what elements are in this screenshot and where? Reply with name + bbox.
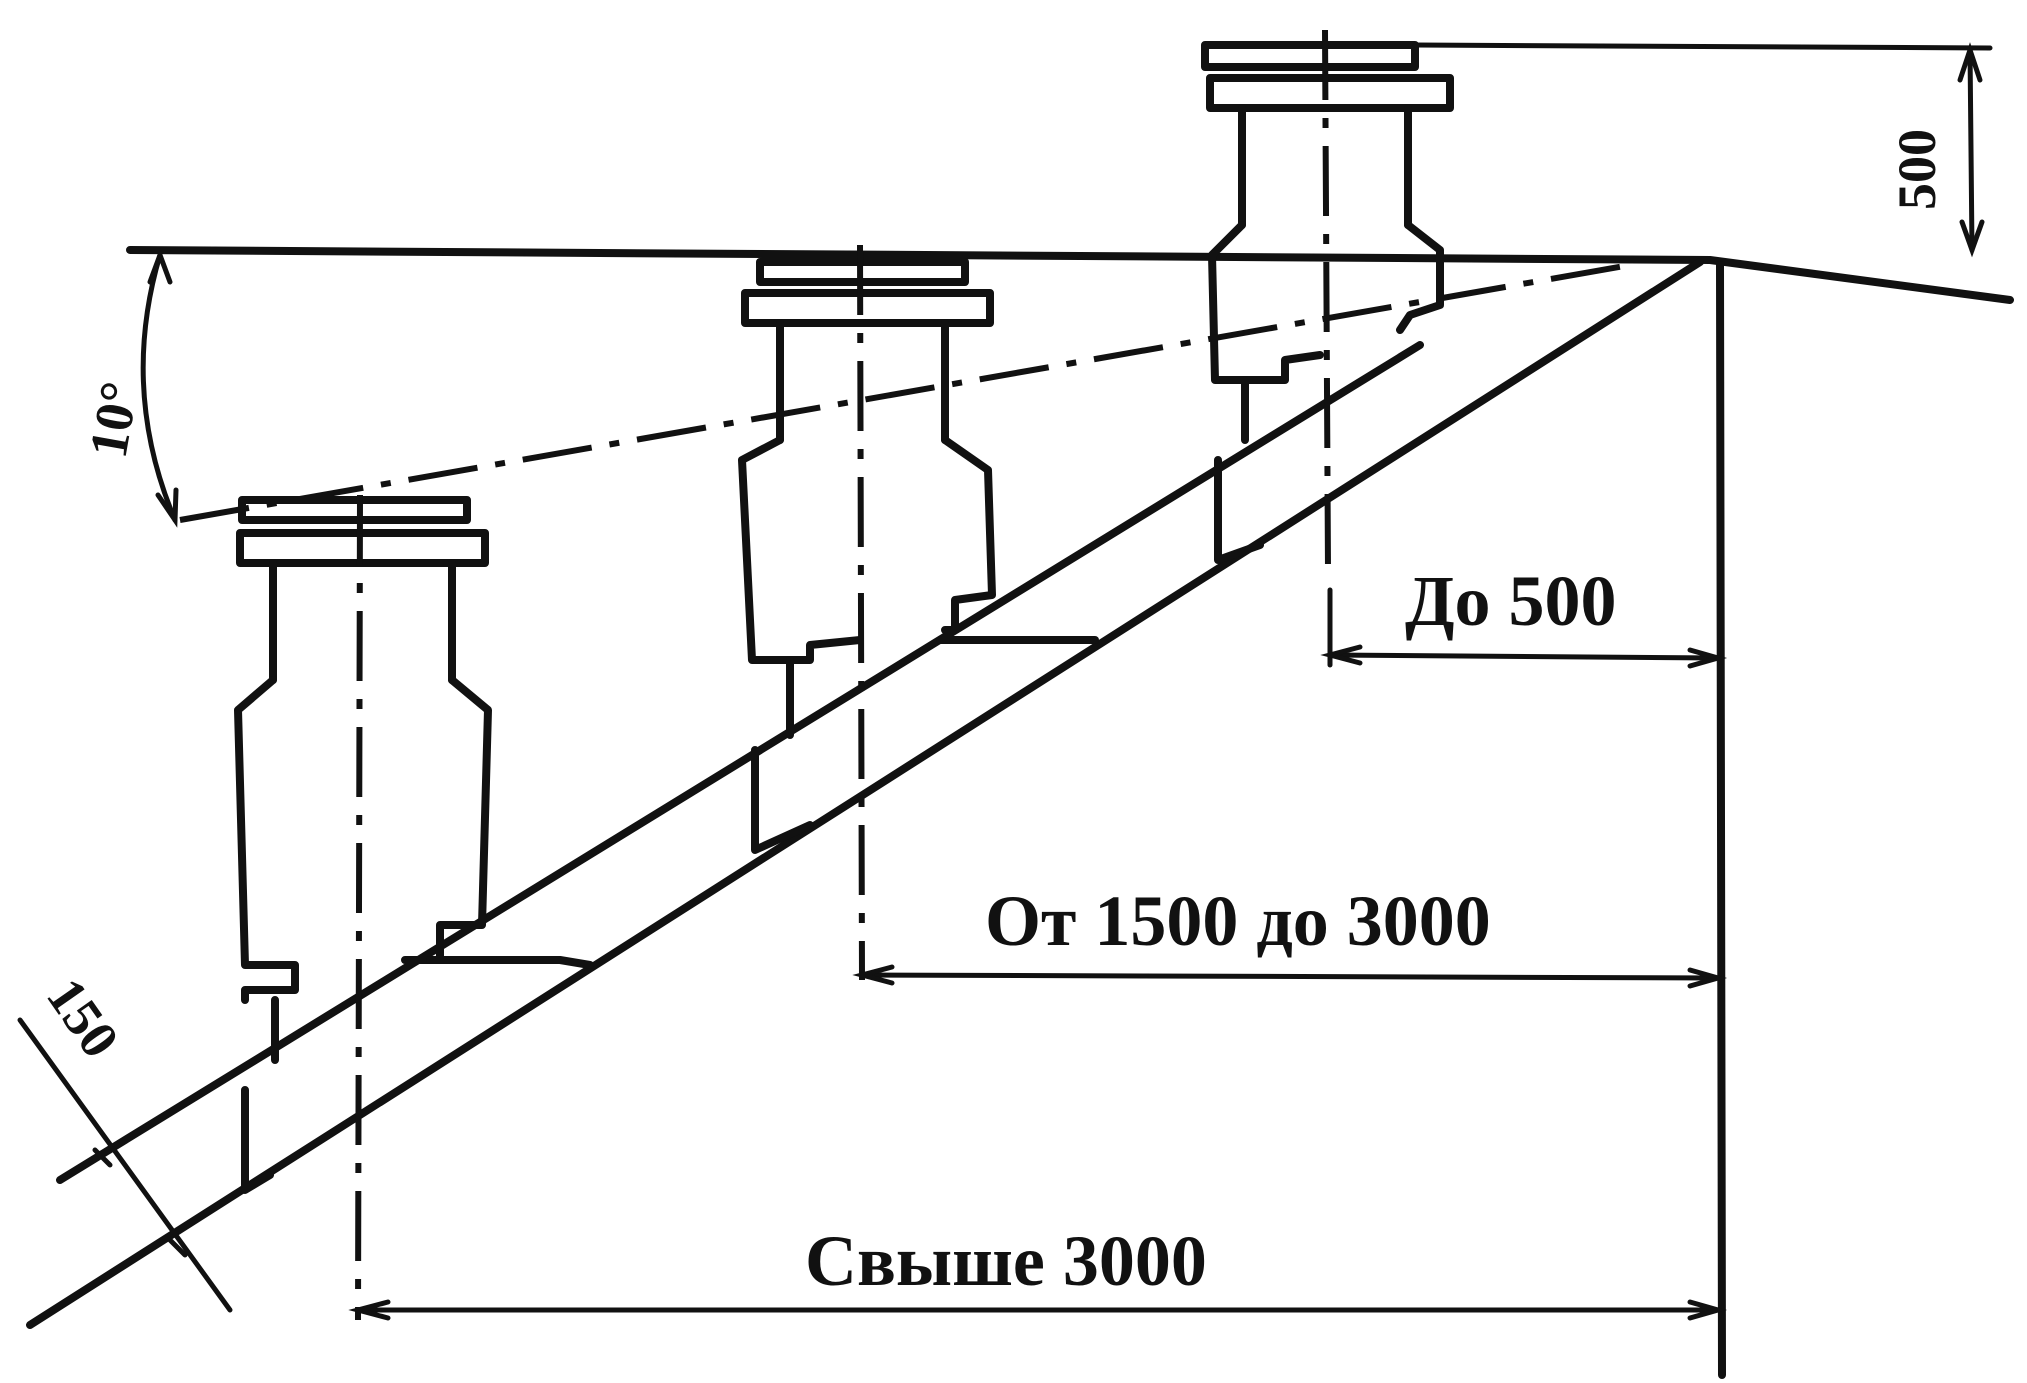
- dimension-angle-10-label: 10°: [78, 377, 150, 462]
- dimension-from-1500-to-3000-label: От 1500 до 3000: [985, 881, 1491, 961]
- right-vertical-line: [1716, 261, 1726, 1379]
- insulator-right-axis: [1322, 29, 1331, 571]
- insulator-left-axis: [355, 494, 363, 1321]
- slope-line-offset: [56, 341, 1424, 1184]
- dimension-height-500: 500: [1412, 42, 1993, 258]
- inclined-axis-line: [179, 262, 1631, 523]
- dimension-over-3000-label: Свыше 3000: [805, 1221, 1207, 1301]
- top-reference-line: [126, 246, 2014, 304]
- dimension-height-500-label: 500: [1887, 129, 1947, 210]
- dimension-from-1500-to-3000: От 1500 до 3000: [852, 881, 1728, 989]
- dimension-angle-10: 10°: [78, 247, 179, 528]
- slope-line-main: [26, 258, 1704, 1329]
- insulator-right: [1201, 29, 1454, 571]
- dimension-over-3000: Свыше 3000: [348, 1221, 1728, 1321]
- dimension-up-to-500-label: До 500: [1405, 561, 1617, 641]
- dimension-up-to-500: До 500: [1320, 561, 1728, 669]
- insulator-middle-axis: [857, 244, 865, 981]
- dimension-offset-150-label: 150: [35, 967, 131, 1068]
- insulator-middle: [738, 244, 1099, 981]
- insulator-left: [234, 494, 594, 1321]
